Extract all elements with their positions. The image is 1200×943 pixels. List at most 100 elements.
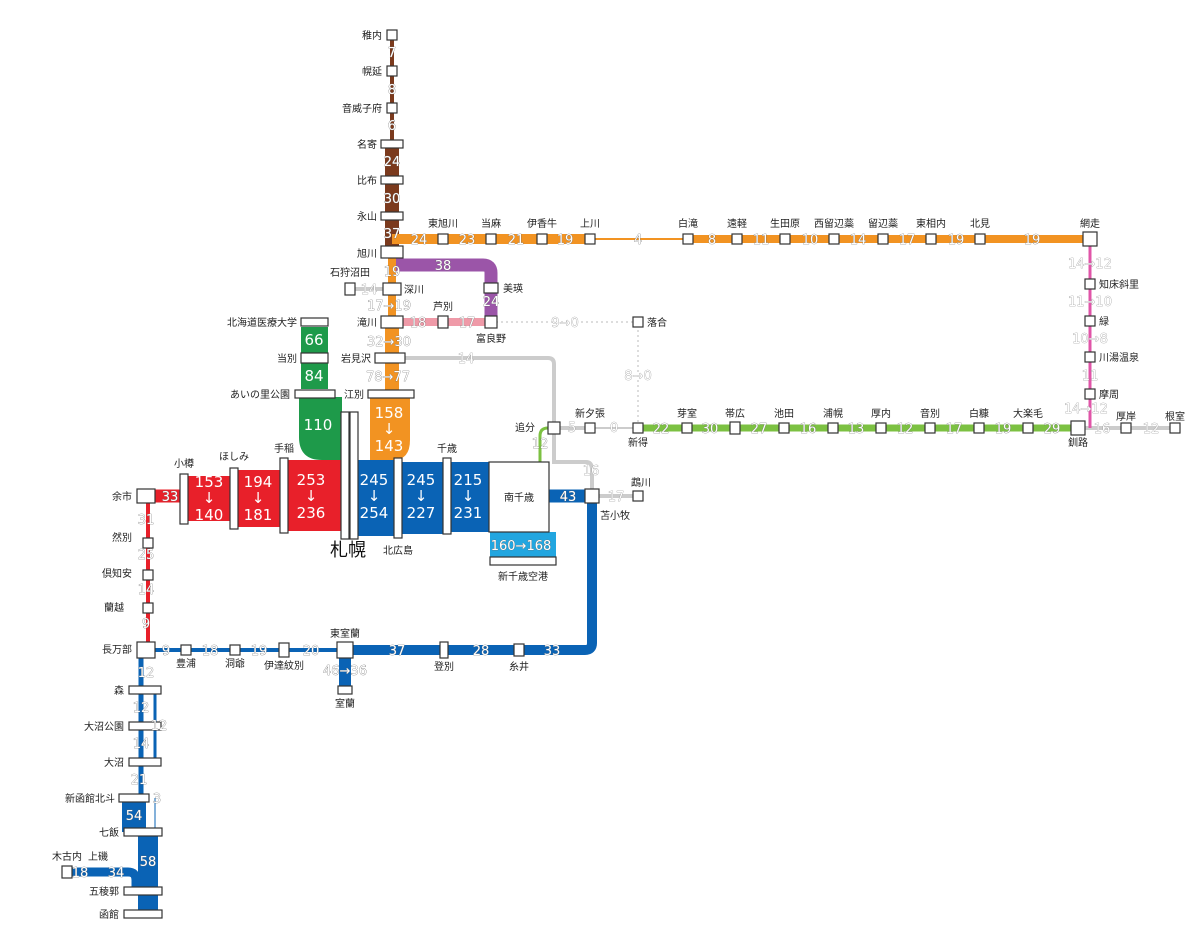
station-box-rubeshibe[interactable] bbox=[877, 233, 889, 245]
count-nemuro-e-3: 27 bbox=[751, 422, 768, 437]
station-box-pippu[interactable] bbox=[380, 175, 404, 185]
station-box-kushiro[interactable] bbox=[1070, 420, 1086, 436]
label-shiretokoshari: 知床斜里 bbox=[1099, 278, 1139, 291]
station-box-shiranuka[interactable] bbox=[973, 422, 985, 434]
label-shinyubari: 新夕張 bbox=[575, 407, 605, 420]
station-box-mashu[interactable] bbox=[1084, 388, 1096, 400]
station-box-nemuro[interactable] bbox=[1169, 422, 1181, 434]
station-box-nanae[interactable] bbox=[123, 827, 163, 837]
station-box-minamichitose[interactable] bbox=[488, 461, 550, 533]
station-box-hoshimi[interactable] bbox=[229, 467, 239, 530]
station-box-rankoshi[interactable] bbox=[142, 602, 154, 614]
count-otaru-1: 153 bbox=[195, 473, 224, 491]
station-box-toya[interactable] bbox=[229, 644, 241, 656]
station-box-yoichi[interactable] bbox=[136, 488, 156, 504]
station-box-wakkanai[interactable] bbox=[386, 29, 398, 41]
station-box-nagayama[interactable] bbox=[380, 211, 404, 221]
count-soya-4: 24 bbox=[384, 155, 401, 170]
station-box-higashimuroran[interactable] bbox=[336, 641, 354, 659]
station-box-onbetsu[interactable] bbox=[924, 422, 936, 434]
station-box-chitose[interactable] bbox=[442, 457, 452, 535]
station-box-shinhakodate[interactable] bbox=[118, 793, 150, 803]
station-box-touma[interactable] bbox=[485, 233, 497, 245]
station-box-ranshima[interactable] bbox=[142, 537, 154, 549]
station-box-kawayu[interactable] bbox=[1084, 351, 1096, 363]
count-sekihoku-4: 19 bbox=[557, 233, 574, 248]
station-box-kamikawa[interactable] bbox=[584, 233, 596, 245]
count-tomakomai-1: 43 bbox=[560, 490, 577, 505]
station-box-kitahiroshima[interactable] bbox=[393, 457, 403, 539]
station-box-shinchitose[interactable] bbox=[489, 556, 557, 566]
station-box-fukagawa[interactable] bbox=[382, 282, 402, 296]
station-box-shintoku[interactable] bbox=[632, 422, 644, 434]
station-box-furano[interactable] bbox=[484, 315, 498, 329]
label-kushiro: 釧路 bbox=[1068, 436, 1088, 449]
station-box-shiretokoshari[interactable] bbox=[1084, 278, 1096, 290]
station-box-atsunai[interactable] bbox=[875, 422, 887, 434]
station-box-biei[interactable] bbox=[483, 282, 499, 294]
station-box-nayoro[interactable] bbox=[380, 139, 404, 149]
station-box-higashiasahikawa[interactable] bbox=[437, 233, 449, 245]
station-box-asahikawa[interactable] bbox=[380, 245, 404, 259]
station-box-ikeda[interactable] bbox=[778, 422, 790, 434]
station-box-sapporo-b[interactable] bbox=[349, 411, 359, 540]
count-south-6: 3 bbox=[153, 792, 161, 807]
station-box-iwamizawa[interactable] bbox=[374, 352, 406, 364]
station-box-nishirubeshibe[interactable] bbox=[828, 233, 840, 245]
station-box-midori[interactable] bbox=[1084, 315, 1096, 327]
station-box-goryokaku[interactable] bbox=[123, 886, 163, 896]
station-box-kutchan[interactable] bbox=[142, 569, 154, 581]
station-box-kitami[interactable] bbox=[974, 233, 986, 245]
station-box-muroran[interactable] bbox=[337, 685, 353, 695]
station-box-higashiainonai[interactable] bbox=[925, 233, 937, 245]
count-muroran-6: 28 bbox=[473, 644, 490, 659]
label-ishikarinumata: 石狩沼田 bbox=[330, 266, 370, 279]
station-box-ashibetsu[interactable] bbox=[437, 315, 449, 329]
station-box-engaru[interactable] bbox=[731, 233, 743, 245]
station-box-kikonai[interactable] bbox=[61, 865, 73, 879]
station-box-obihiro[interactable] bbox=[729, 421, 741, 435]
count-airport: 160→168 bbox=[491, 539, 552, 554]
station-box-mori[interactable] bbox=[128, 685, 162, 695]
count-kitahiroshima-1: 245 bbox=[407, 471, 436, 489]
station-box-oshamambe[interactable] bbox=[136, 641, 156, 659]
label-shirataki: 白滝 bbox=[678, 217, 698, 230]
station-box-memuro[interactable] bbox=[681, 422, 693, 434]
station-box-mukawa[interactable] bbox=[632, 490, 644, 502]
station-box-ebetsu[interactable] bbox=[367, 389, 415, 399]
station-box-onuma[interactable] bbox=[128, 757, 162, 767]
station-box-akkeshi[interactable] bbox=[1120, 422, 1132, 434]
station-box-noboribetsu[interactable] bbox=[439, 641, 449, 659]
band-goryokaku bbox=[138, 832, 158, 914]
station-box-otaru[interactable] bbox=[179, 473, 189, 525]
label-kitami: 北見 bbox=[970, 218, 990, 230]
count-hoshimi-1: 194 bbox=[244, 473, 273, 491]
station-box-teine[interactable] bbox=[279, 457, 289, 534]
station-box-urahoro[interactable] bbox=[827, 422, 839, 434]
station-box-shirataki[interactable] bbox=[682, 233, 694, 245]
station-box-datemombetsu[interactable] bbox=[278, 642, 290, 658]
count-rumoi: 14 bbox=[361, 283, 378, 298]
station-box-sapporo-a[interactable] bbox=[340, 411, 350, 540]
station-box-onumakoen[interactable] bbox=[128, 721, 162, 731]
station-box-otoineppu[interactable] bbox=[386, 102, 398, 114]
station-box-ikutahara[interactable] bbox=[779, 233, 791, 245]
station-box-tomakomai[interactable] bbox=[584, 488, 600, 504]
station-box-hakodate[interactable] bbox=[123, 909, 163, 919]
label-noboribetsu: 登別 bbox=[434, 660, 454, 673]
station-box-horonobe[interactable] bbox=[386, 65, 398, 77]
station-box-otanoshike[interactable] bbox=[1022, 422, 1034, 434]
station-box-ochiai[interactable] bbox=[632, 316, 644, 328]
station-box-shinyubari[interactable] bbox=[584, 422, 596, 434]
station-box-ishikarinumata[interactable] bbox=[344, 282, 356, 296]
station-box-toyoura[interactable] bbox=[180, 644, 192, 656]
station-box-tobetsu[interactable] bbox=[300, 352, 329, 364]
station-box-ainosato[interactable] bbox=[294, 389, 336, 399]
station-box-takikawa[interactable] bbox=[380, 315, 404, 329]
station-box-oiwake[interactable] bbox=[547, 421, 561, 435]
station-box-iryodaigaku[interactable] bbox=[300, 317, 329, 327]
station-box-abashiri[interactable] bbox=[1082, 231, 1098, 247]
station-box-ikaushi[interactable] bbox=[536, 233, 548, 245]
station-box-shiraoi[interactable] bbox=[513, 643, 525, 657]
count-nemuro-e-5: 13 bbox=[848, 422, 865, 437]
